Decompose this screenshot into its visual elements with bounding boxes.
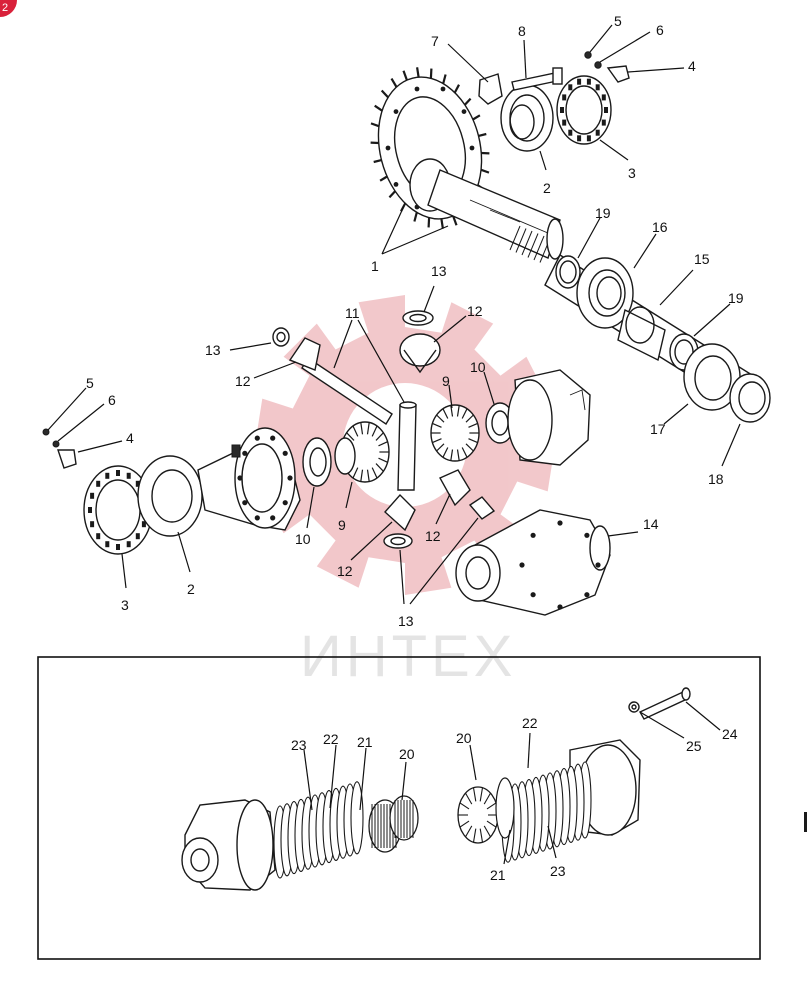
washer-6-top — [595, 62, 601, 68]
callout-5-top: 5 — [614, 13, 622, 29]
callout-12-right: 12 — [425, 528, 441, 544]
callout-13-top: 13 — [431, 263, 447, 279]
callout-23-left: 23 — [291, 737, 307, 753]
plate-4-left — [58, 450, 76, 468]
pinion-12-a — [290, 338, 320, 370]
callout-4-left: 4 — [126, 430, 134, 446]
callout-24: 24 — [722, 726, 738, 742]
callout-25: 25 — [686, 738, 702, 754]
callout-6-left: 6 — [108, 392, 116, 408]
callout-3-top: 3 — [628, 165, 636, 181]
thrust-washer-10-left — [303, 438, 331, 486]
callout-8: 8 — [518, 23, 526, 39]
callout-10-lower: 10 — [295, 531, 311, 547]
badge-text: 2 — [2, 2, 8, 14]
callout-22-right: 22 — [522, 715, 538, 731]
callout-13-bottom: 13 — [398, 613, 414, 629]
lock-plate-7 — [479, 74, 502, 104]
washer-6-left — [53, 441, 59, 447]
callout-20-right: 20 — [456, 730, 472, 746]
callout-1: 1 — [371, 258, 379, 274]
pinion-12-b — [400, 334, 440, 366]
callout-3-left: 3 — [121, 597, 129, 613]
callout-14: 14 — [643, 516, 659, 532]
washer-13-bottom — [384, 534, 412, 548]
page-badge: 2 — [0, 0, 17, 17]
callout-9-lower: 9 — [338, 517, 346, 533]
callout-12-bottom: 12 — [337, 563, 353, 579]
cup-18 — [730, 374, 770, 422]
plate-4-top — [608, 66, 629, 82]
callout-4-top: 4 — [688, 58, 696, 74]
callout-2-top: 2 — [543, 180, 551, 196]
callout-15: 15 — [694, 251, 710, 267]
callout-12-left: 12 — [235, 373, 251, 389]
callout-6-top: 6 — [656, 22, 664, 38]
washer-13-top — [403, 311, 433, 325]
bearing-cup-top — [501, 85, 553, 151]
callout-19-lower: 19 — [728, 290, 744, 306]
callout-17: 17 — [650, 421, 666, 437]
callout-11: 11 — [345, 305, 360, 321]
edge-mark — [804, 812, 807, 832]
callout-23-right: 23 — [550, 863, 566, 879]
callout-22-left: 22 — [323, 731, 339, 747]
callout-13-left: 13 — [205, 342, 221, 358]
inset-left-assembly — [182, 782, 418, 890]
callout-9-upper: 9 — [442, 373, 450, 389]
screw-5-top — [585, 52, 591, 58]
callout-5-left: 5 — [86, 375, 94, 391]
pin-11b — [398, 405, 416, 490]
callout-10-upper: 10 — [470, 359, 486, 375]
callout-21-right: 21 — [490, 867, 506, 883]
callout-12-top: 12 — [467, 303, 483, 319]
callout-16: 16 — [652, 219, 668, 235]
callout-7: 7 — [431, 33, 439, 49]
washer-13-left — [273, 328, 289, 346]
callout-2-left: 2 — [187, 581, 195, 597]
callout-19-upper: 19 — [595, 205, 611, 221]
callout-20-left: 20 — [399, 746, 415, 762]
inset-right-assembly — [458, 688, 690, 862]
callout-18: 18 — [708, 471, 724, 487]
bearing-cone-top — [557, 76, 611, 144]
callout-21-left: 21 — [357, 734, 373, 750]
